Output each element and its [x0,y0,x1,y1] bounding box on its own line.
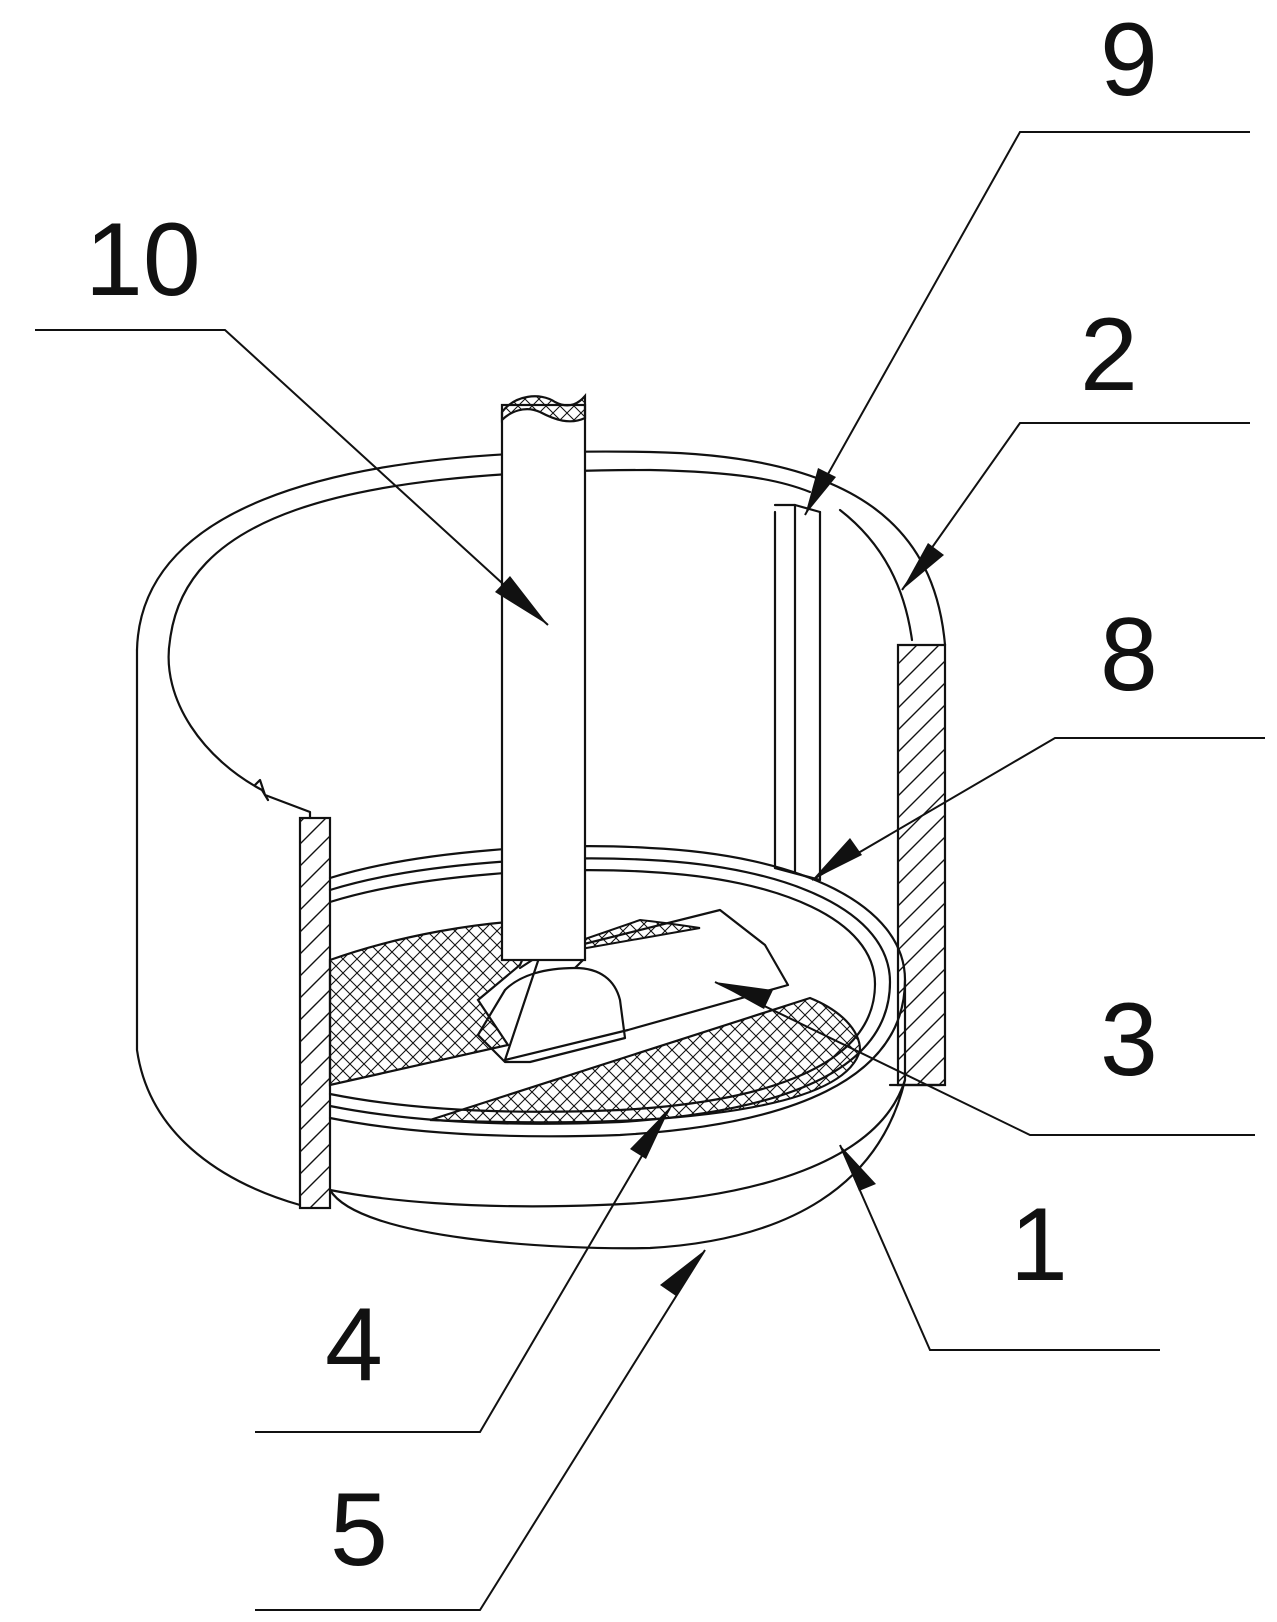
outer-cylinder [135,450,947,1210]
base-ring [328,1078,907,1250]
label-2: 2 [1080,297,1138,413]
arrow-2 [902,543,944,590]
arrowheads [495,468,944,1296]
label-3: 3 [1100,982,1158,1098]
arrow-4 [630,1108,670,1159]
arrow-10 [495,576,548,625]
part-labels: 10 9 2 8 3 1 4 5 [85,2,1158,1588]
leader-lines [35,131,1265,1611]
arrow-9 [805,468,836,515]
mesh-screen [328,918,862,1124]
arrow-1 [840,1145,876,1191]
label-1: 1 [1010,1187,1068,1303]
label-10: 10 [85,202,201,318]
vertical-slot [773,503,822,882]
scraper-blade [476,908,790,1064]
drive-shaft [500,392,587,962]
arrow-8 [812,838,862,880]
label-9: 9 [1100,2,1158,118]
label-4: 4 [325,1287,383,1403]
label-5: 5 [330,1472,388,1588]
arrow-3 [715,982,773,1009]
arrow-5 [660,1250,705,1296]
label-8: 8 [1100,597,1158,713]
